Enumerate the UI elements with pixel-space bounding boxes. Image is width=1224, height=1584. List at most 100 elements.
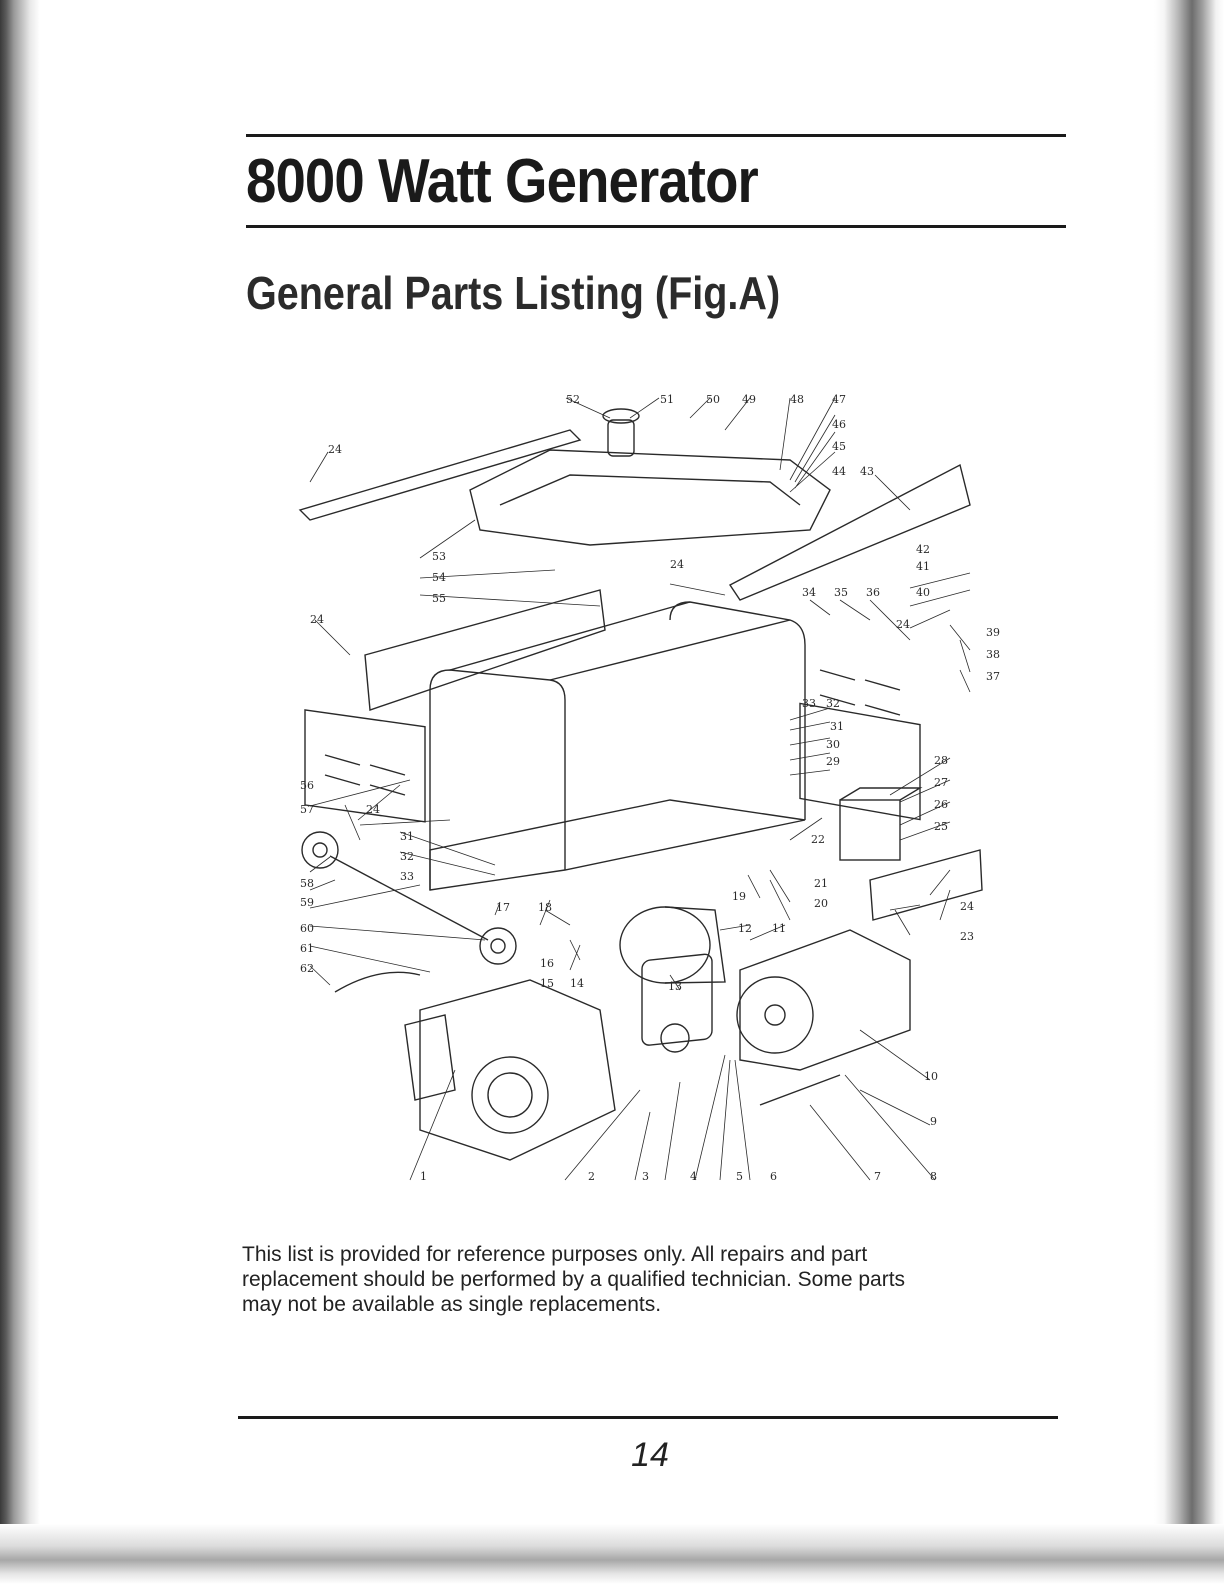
callout-62: 62: [300, 962, 314, 975]
callout-5: 5: [736, 1170, 743, 1183]
callout-11: 11: [772, 922, 786, 935]
callout-61: 61: [300, 942, 314, 955]
callout-45: 45: [832, 440, 846, 453]
alternator-cover: [619, 906, 711, 984]
wheel-left: [301, 831, 339, 869]
callout-7: 7: [874, 1170, 881, 1183]
callout-53: 53: [432, 550, 446, 563]
callout-15: 15: [540, 977, 554, 990]
header-rule-bottom: [246, 225, 1066, 228]
parts-diagram-svg: 1 2 3 4 5 6 7 8 9 10 11 12 13 14 15 16 1…: [298, 393, 1000, 1183]
callout-42: 42: [916, 543, 930, 556]
callout-39: 39: [986, 626, 1000, 639]
right-louvres: [819, 669, 901, 716]
fuel-hose: [334, 971, 421, 993]
callout-49: 49: [742, 393, 756, 406]
alternator-cover-body: [664, 906, 726, 984]
callout-32-b: 32: [400, 850, 414, 863]
callout-22: 22: [811, 833, 825, 846]
callout-33: 33: [802, 697, 816, 710]
callout-20: 20: [814, 897, 828, 910]
disclaimer-line-2: replacement should be performed by a qua…: [242, 1268, 906, 1291]
wheel-left-hub: [312, 842, 328, 858]
callout-40: 40: [916, 586, 930, 599]
callout-46: 46: [832, 418, 846, 431]
callout-19: 19: [732, 890, 746, 903]
callout-18: 18: [538, 901, 552, 914]
callout-31-b: 31: [400, 830, 414, 843]
frame-base: [429, 799, 806, 891]
callout-10: 10: [924, 1070, 938, 1083]
callout-34: 34: [802, 586, 816, 599]
top-right-cover: [728, 463, 971, 601]
callout-8: 8: [930, 1170, 937, 1183]
callout-17: 17: [496, 901, 510, 914]
callout-2: 2: [588, 1170, 595, 1183]
callout-25: 25: [934, 820, 948, 833]
callout-50: 50: [706, 393, 720, 406]
callout-24-f: 24: [960, 900, 974, 913]
control-box-panel: [364, 589, 606, 711]
callout-labels: 1 2 3 4 5 6 7 8 9 10 11 12 13 14 15 16 1…: [300, 393, 1000, 1183]
callout-23: 23: [960, 930, 974, 943]
callout-32: 32: [826, 697, 840, 710]
axle: [329, 855, 489, 941]
callout-16: 16: [540, 957, 554, 970]
callout-24-c: 24: [310, 613, 324, 626]
footer-rule: [238, 1416, 1058, 1419]
callout-14: 14: [570, 977, 584, 990]
page-number: 14: [631, 1436, 669, 1474]
engine-flywheel-inner: [487, 1072, 533, 1118]
long-bolt: [759, 1074, 841, 1106]
callout-30: 30: [826, 738, 840, 751]
callout-51: 51: [660, 393, 674, 406]
callout-24-a: 24: [328, 443, 342, 456]
callout-31: 31: [830, 720, 844, 733]
callout-37: 37: [986, 670, 1000, 683]
callout-47: 47: [832, 393, 846, 406]
callout-28: 28: [934, 754, 948, 767]
disclaimer-paragraph: This list is provided for reference purp…: [242, 1242, 1042, 1317]
frame-tube-rear: [669, 601, 806, 820]
callout-12: 12: [738, 922, 752, 935]
callout-54: 54: [432, 571, 446, 584]
callout-21: 21: [814, 877, 828, 890]
callout-38: 38: [986, 648, 1000, 661]
callout-48: 48: [790, 393, 804, 406]
fuel-cap-top: [602, 408, 640, 424]
callout-36: 36: [866, 586, 880, 599]
engine-flywheel: [471, 1056, 549, 1134]
disclaimer-line-1: This list is provided for reference purp…: [242, 1243, 868, 1266]
disclaimer-line-3: may not be available as single replaceme…: [242, 1293, 662, 1316]
scan-edge-bottom: [0, 1524, 1224, 1584]
fuel-tank-ridge: [499, 474, 801, 506]
fan-housing: [641, 953, 713, 1046]
leader-lines: [309, 397, 971, 1181]
frame-tube: [429, 669, 566, 890]
right-louvre-panel: [799, 702, 921, 821]
callout-59: 59: [300, 896, 314, 909]
alternator-end-hub: [764, 1004, 786, 1026]
callout-6: 6: [770, 1170, 777, 1183]
callout-58: 58: [300, 877, 314, 890]
callout-27: 27: [934, 776, 948, 789]
callout-26: 26: [934, 798, 948, 811]
wheel-right: [479, 927, 517, 965]
callout-35: 35: [834, 586, 848, 599]
front-cover-plate: [869, 849, 983, 921]
section-subtitle: General Parts Listing (Fig.A): [246, 267, 781, 319]
fan-housing-hub: [660, 1023, 690, 1053]
callout-24-b: 24: [670, 558, 684, 571]
alternator-end: [736, 976, 814, 1054]
callout-33-b: 33: [400, 870, 414, 883]
engine-block: [419, 979, 616, 1161]
fuel-tank: [469, 449, 831, 546]
callout-3: 3: [642, 1170, 649, 1183]
header-rule-top: [246, 134, 1066, 137]
callout-57: 57: [300, 803, 314, 816]
scan-edge-left: [0, 0, 40, 1584]
callout-29: 29: [826, 755, 840, 768]
frame-top-rail: [449, 601, 791, 681]
wheel-right-hub: [490, 938, 506, 954]
battery-top: [839, 787, 923, 801]
